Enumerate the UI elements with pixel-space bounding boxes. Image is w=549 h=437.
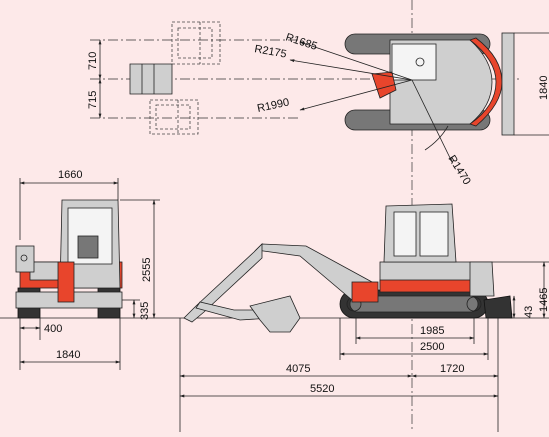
blade-top xyxy=(501,32,515,136)
front-side-panel xyxy=(15,245,35,273)
side-cab-window-front xyxy=(393,211,417,257)
label-4075: 4075 xyxy=(286,363,310,375)
sprocket-wheel xyxy=(466,296,482,312)
radius-line-2175 xyxy=(289,59,413,81)
work-light xyxy=(20,254,28,262)
label-1840-top: 1840 xyxy=(538,76,549,100)
label-335: 335 xyxy=(139,302,151,320)
label-400: 400 xyxy=(44,323,62,335)
tail-swing-arc xyxy=(424,125,449,151)
bucket-position-right xyxy=(149,99,199,135)
side-dozer-blade xyxy=(483,295,513,319)
side-track-frame xyxy=(349,295,479,313)
radius-line-1470 xyxy=(411,79,453,163)
front-view: 1660 2555 335 400 1840 xyxy=(0,169,549,370)
cab-top xyxy=(391,43,437,81)
label-1660: 1660 xyxy=(58,169,82,181)
bucket-straight xyxy=(129,63,173,95)
label-710: 710 xyxy=(87,52,99,70)
bucket-position-left xyxy=(171,21,221,65)
swing-center-mark xyxy=(415,57,425,67)
counterweight-top xyxy=(469,37,503,127)
radius-line-1990 xyxy=(299,79,413,111)
label-r1470: R1470 xyxy=(445,153,472,187)
operator-seat xyxy=(77,235,99,259)
label-1840-front: 1840 xyxy=(56,349,80,361)
side-view: 1985 2500 4075 1720 5520 43 1465 xyxy=(179,203,549,432)
label-r2175: R2175 xyxy=(253,43,287,60)
label-1985: 1985 xyxy=(420,325,444,337)
label-r1685: R1685 xyxy=(284,31,319,52)
label-2555: 2555 xyxy=(141,258,153,282)
side-cab-window-rear xyxy=(419,211,449,257)
boom-foot-red xyxy=(351,281,379,303)
label-1720: 1720 xyxy=(440,363,464,375)
top-view: R1685 R2175 R1990 R1470 710 715 1840 xyxy=(87,0,549,432)
label-2500: 2500 xyxy=(420,341,444,353)
label-5520: 5520 xyxy=(310,383,334,395)
boom-swing-top xyxy=(371,71,397,99)
label-43: 43 xyxy=(523,306,535,318)
radius-line-1685 xyxy=(299,41,413,81)
front-boom xyxy=(57,261,75,303)
label-1465: 1465 xyxy=(538,288,549,312)
label-715: 715 xyxy=(87,91,99,109)
label-r1990: R1990 xyxy=(256,96,290,114)
side-bucket xyxy=(249,295,301,333)
side-counterweight xyxy=(469,261,495,297)
